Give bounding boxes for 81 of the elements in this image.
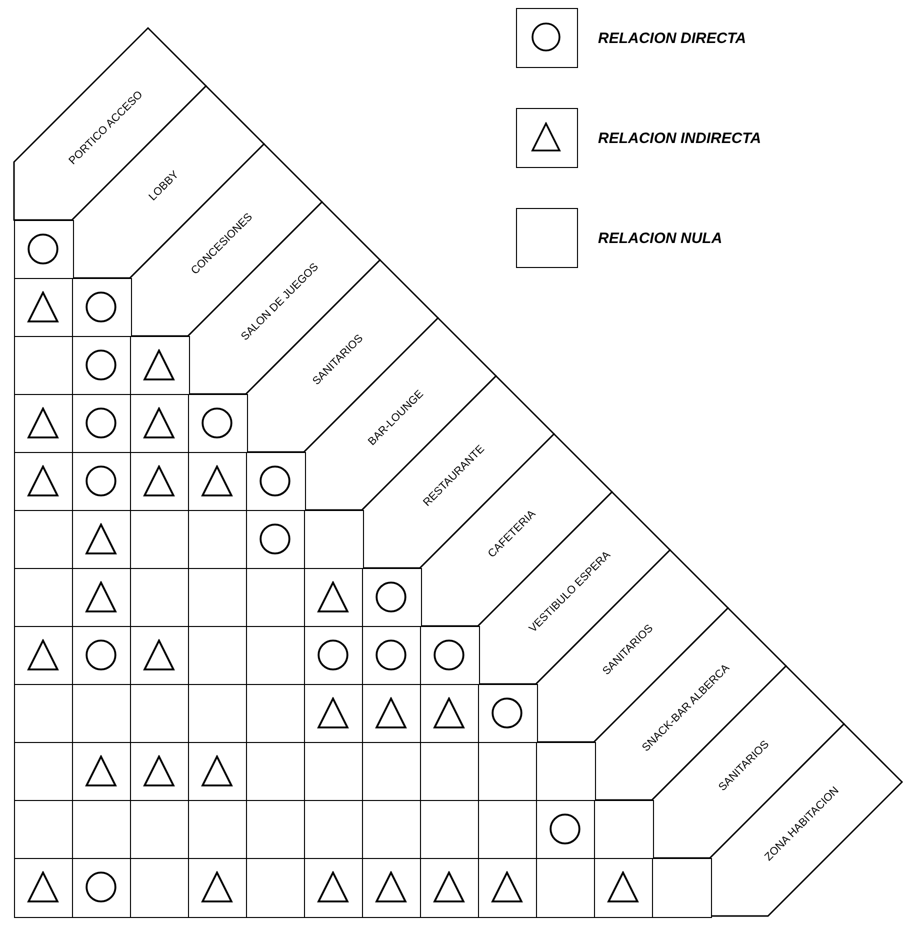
matrix-cell	[130, 394, 190, 454]
matrix-cell	[188, 800, 248, 860]
matrix-cell	[478, 742, 538, 802]
matrix-cell	[72, 510, 132, 570]
matrix-cell	[246, 742, 306, 802]
matrix-cell	[188, 452, 248, 512]
matrix-cell	[14, 220, 74, 280]
matrix-cell	[130, 510, 190, 570]
legend-text: RELACION INDIRECTA	[598, 130, 762, 147]
matrix-cell	[420, 800, 480, 860]
matrix-cell	[478, 684, 538, 744]
matrix-cell	[246, 626, 306, 686]
matrix-cell	[362, 626, 422, 686]
matrix-cell	[72, 568, 132, 628]
matrix-cell	[420, 626, 480, 686]
matrix-cell	[536, 858, 596, 918]
matrix-cell	[478, 858, 538, 918]
matrix-cell	[246, 510, 306, 570]
matrix-cell	[304, 742, 364, 802]
matrix-cell	[362, 742, 422, 802]
matrix-cell	[304, 858, 364, 918]
matrix-cell	[14, 858, 74, 918]
matrix-cell	[72, 278, 132, 338]
matrix-cell	[14, 336, 74, 396]
matrix-cell	[130, 452, 190, 512]
matrix-cell	[362, 858, 422, 918]
matrix-cell	[246, 684, 306, 744]
matrix-cell	[72, 336, 132, 396]
matrix-cell	[420, 742, 480, 802]
matrix-cell	[594, 858, 654, 918]
matrix-cell	[420, 858, 480, 918]
matrix-cell	[362, 684, 422, 744]
matrix-cell	[188, 742, 248, 802]
matrix-cell	[14, 800, 74, 860]
matrix-cell	[14, 626, 74, 686]
matrix-cell	[188, 568, 248, 628]
legend-text: RELACION DIRECTA	[598, 30, 746, 47]
matrix-cell	[536, 742, 596, 802]
matrix-cell	[188, 684, 248, 744]
matrix-cell	[188, 510, 248, 570]
matrix-cell	[14, 394, 74, 454]
matrix-cell	[652, 858, 712, 918]
matrix-cell	[72, 452, 132, 512]
matrix-cell	[536, 800, 596, 860]
matrix-cell	[188, 858, 248, 918]
matrix-cell	[246, 568, 306, 628]
matrix-cell	[14, 742, 74, 802]
matrix-cell	[14, 568, 74, 628]
matrix-cell	[130, 568, 190, 628]
matrix-cell	[72, 394, 132, 454]
matrix-cell	[420, 684, 480, 744]
matrix-cell	[304, 510, 364, 570]
matrix-cell	[14, 510, 74, 570]
matrix-cell	[362, 800, 422, 860]
matrix-cell	[304, 626, 364, 686]
matrix-cell	[130, 742, 190, 802]
matrix-cell	[72, 800, 132, 860]
matrix-cell	[594, 800, 654, 860]
matrix-cell	[130, 336, 190, 396]
matrix-cell	[130, 626, 190, 686]
matrix-cell	[130, 800, 190, 860]
matrix-cell	[14, 684, 74, 744]
matrix-cell	[188, 394, 248, 454]
matrix-cell	[304, 800, 364, 860]
matrix-cell	[72, 684, 132, 744]
matrix-cell	[72, 626, 132, 686]
matrix-cell	[188, 626, 248, 686]
legend-text: RELACION NULA	[598, 230, 722, 247]
matrix-cell	[246, 452, 306, 512]
matrix-cell	[72, 742, 132, 802]
matrix-cell	[72, 858, 132, 918]
matrix-cell	[304, 568, 364, 628]
matrix-cell	[130, 684, 190, 744]
matrix-cell	[304, 684, 364, 744]
matrix-cell	[130, 858, 190, 918]
matrix-cell	[246, 800, 306, 860]
matrix-cell	[246, 858, 306, 918]
matrix-cell	[362, 568, 422, 628]
matrix-cell	[14, 452, 74, 512]
matrix-cell	[478, 800, 538, 860]
matrix-cell	[14, 278, 74, 338]
